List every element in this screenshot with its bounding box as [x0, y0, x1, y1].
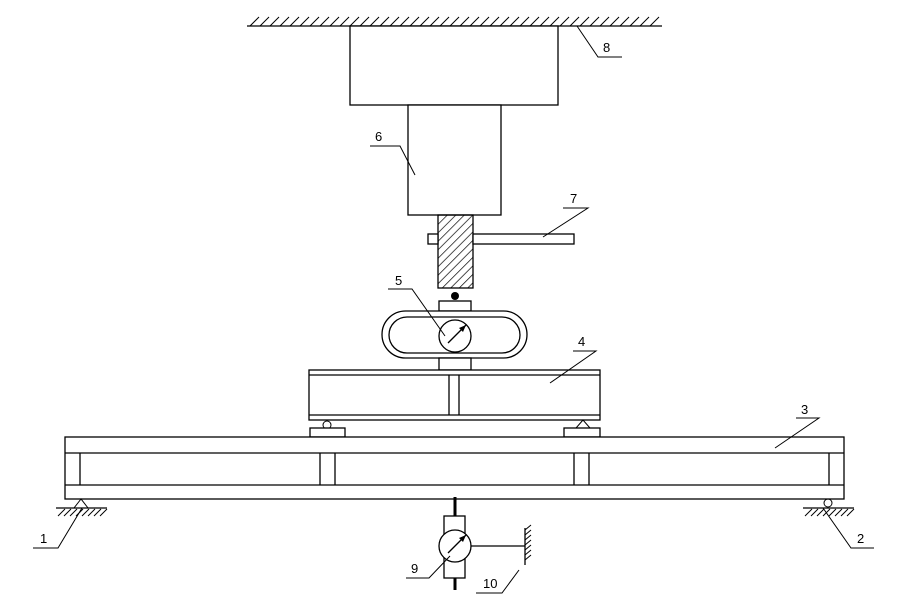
hatch-mark — [93, 508, 102, 517]
hatch-mark — [259, 16, 270, 27]
hatch-mark — [524, 549, 532, 556]
hatch-mark — [524, 554, 532, 561]
hatch-mark — [299, 16, 310, 27]
hatch-mark — [459, 16, 470, 27]
hatch-mark — [524, 524, 532, 531]
hatch-mark — [399, 16, 410, 27]
hatch-mark — [804, 508, 813, 517]
hatch-mark — [524, 534, 532, 541]
hatch-mark — [609, 16, 620, 27]
hatch-mark — [649, 16, 660, 27]
hatch-mark — [329, 16, 340, 27]
label-4: 4 — [578, 334, 585, 349]
hatch-mark — [846, 508, 855, 517]
lever-arm — [427, 233, 575, 245]
hatch-mark — [309, 16, 320, 27]
label-5: 5 — [395, 273, 402, 288]
hatch-mark — [279, 16, 290, 27]
ball-contact — [451, 292, 459, 300]
part-labels: 8 6 7 5 4 3 1 2 9 10 — [40, 40, 864, 591]
label-6: 6 — [375, 129, 382, 144]
hatch-mark — [539, 16, 550, 27]
hatch-mark — [629, 16, 640, 27]
label-2: 2 — [857, 531, 864, 546]
load-cell — [381, 300, 528, 371]
hatch-mark — [834, 508, 843, 517]
hatch-mark — [57, 508, 66, 517]
hatch-mark — [810, 508, 819, 517]
hatch-mark — [81, 508, 90, 517]
main-beam — [64, 436, 845, 500]
hatch-mark — [519, 16, 530, 27]
pin-support — [56, 498, 108, 517]
hatch-mark — [828, 508, 837, 517]
hatch-mark — [429, 16, 440, 27]
hatch-mark — [409, 16, 420, 27]
hatch-mark — [589, 16, 600, 27]
actuator — [349, 25, 559, 216]
hatch-mark — [569, 16, 580, 27]
hatch-mark — [599, 16, 610, 27]
hatch-mark — [389, 16, 400, 27]
hatch-mark — [369, 16, 380, 27]
hatch-mark — [269, 16, 280, 27]
leader-lines — [33, 25, 874, 594]
hatch-mark — [524, 529, 532, 536]
label-7: 7 — [570, 191, 577, 206]
hatch-mark — [499, 16, 510, 27]
hatch-mark — [639, 16, 650, 27]
hatch-mark — [509, 16, 520, 27]
hatch-mark — [619, 16, 630, 27]
label-10: 10 — [483, 576, 497, 591]
hatch-mark — [319, 16, 330, 27]
hatch-mark — [816, 508, 825, 517]
label-9: 9 — [411, 561, 418, 576]
label-8: 8 — [603, 40, 610, 55]
hatch-mark — [524, 539, 532, 546]
label-1: 1 — [40, 531, 47, 546]
hatch-mark — [449, 16, 460, 27]
hatch-mark — [69, 508, 78, 517]
hatch-mark — [359, 16, 370, 27]
hatch-mark — [559, 16, 570, 27]
hatch-mark — [479, 16, 490, 27]
hatch-mark — [339, 16, 350, 27]
hatch-mark — [549, 16, 560, 27]
dial-gauge — [438, 497, 525, 590]
hatch-mark — [349, 16, 360, 27]
hatch-mark — [529, 16, 540, 27]
hatch-mark — [99, 508, 108, 517]
roller-support — [803, 498, 855, 517]
label-3: 3 — [801, 402, 808, 417]
gauge-bracket — [524, 524, 532, 565]
hatch-mark — [249, 16, 260, 27]
hatch-mark — [419, 16, 430, 27]
spreader-beam — [308, 369, 601, 438]
hatch-mark — [579, 16, 590, 27]
hatch-mark — [87, 508, 96, 517]
loading-rod — [437, 214, 474, 289]
hatch-mark — [379, 16, 390, 27]
hatch-mark — [840, 508, 849, 517]
hatch-mark — [469, 16, 480, 27]
ceiling-support — [247, 16, 662, 27]
hatch-mark — [289, 16, 300, 27]
hatch-mark — [439, 16, 450, 27]
hatch-mark — [524, 544, 532, 551]
hatch-mark — [489, 16, 500, 27]
hatch-mark — [63, 508, 72, 517]
